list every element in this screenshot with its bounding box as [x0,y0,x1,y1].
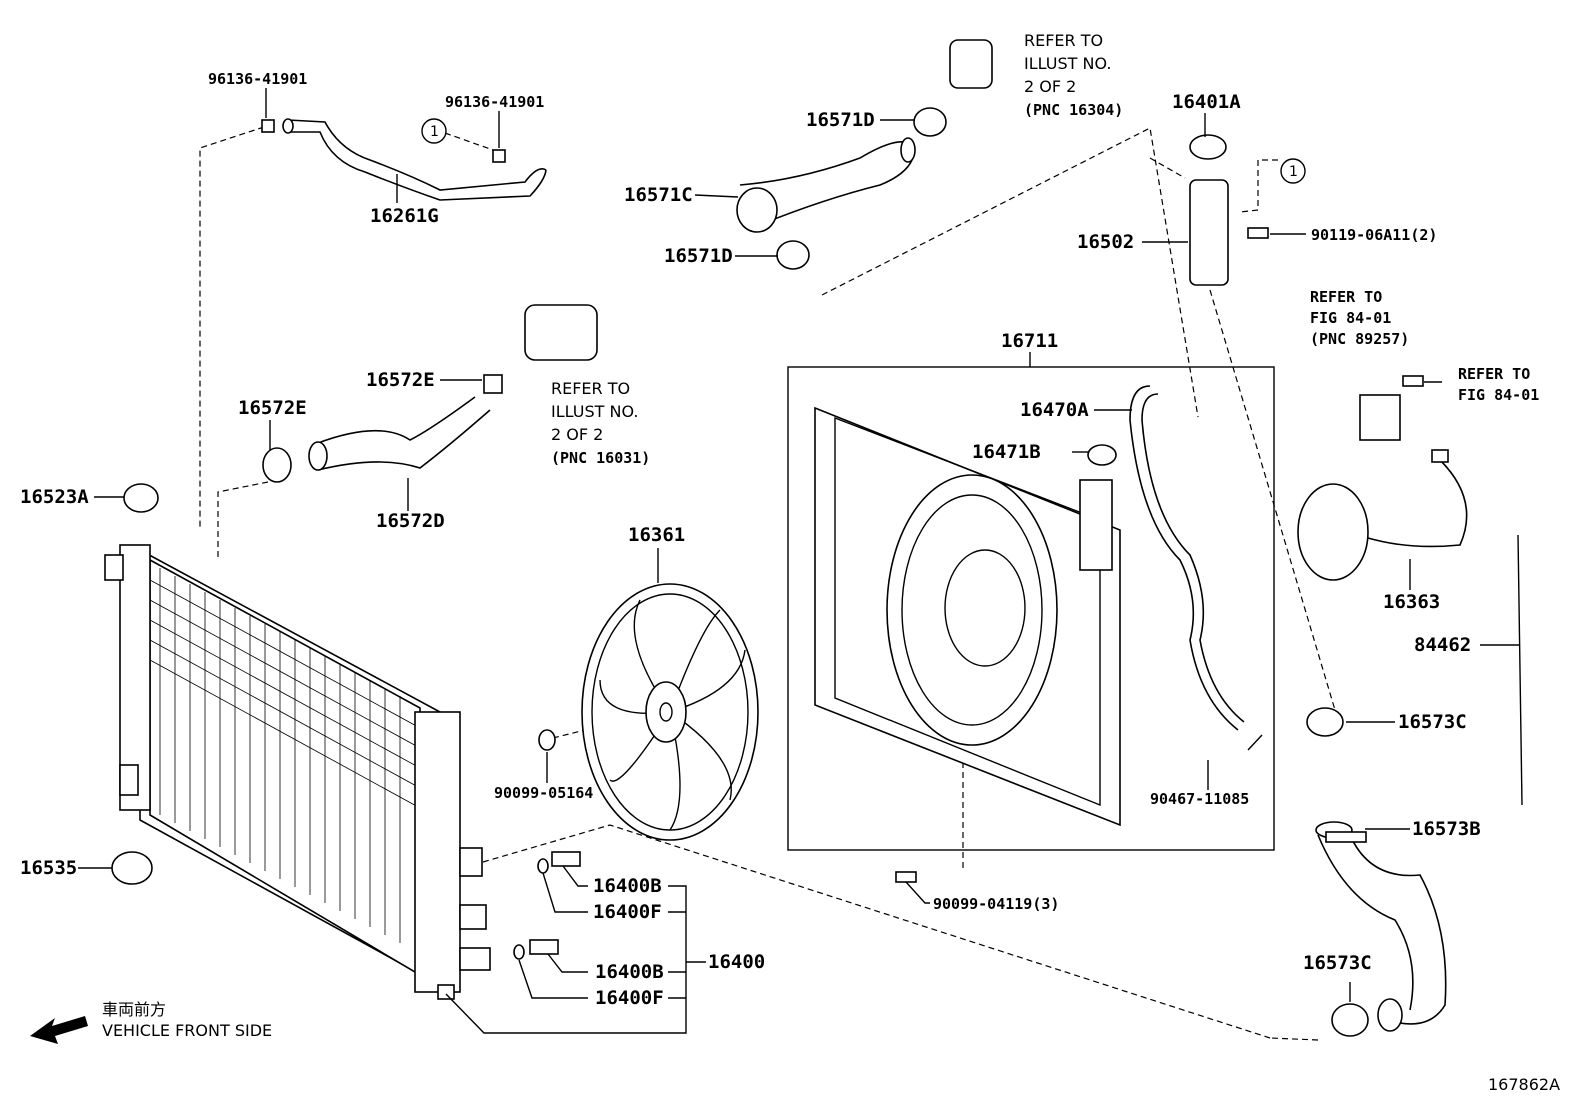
radiator-16400[interactable] [104,544,491,1000]
circle-ref-a: 1 [421,118,447,144]
circle-ref-b: 1 [1280,158,1306,184]
label-16573B: 16573B [1412,818,1481,840]
motor-16363 [1297,483,1369,581]
filler-16502 [1189,179,1229,286]
label-90119: 90119-06A11(2) [1311,226,1437,244]
label-90099-04119: 90099-04119(3) [933,895,1059,913]
resistor-ref-89257 [1359,394,1401,441]
clamp-16571D-b [776,240,810,270]
clamp-16573C-a [1306,707,1344,737]
svg-text:FIG 84-01: FIG 84-01 [1458,386,1539,404]
hose-16572D[interactable] [308,396,491,471]
front-arrow-icon [30,1016,88,1044]
label-16261G: 16261G [370,205,439,227]
clamp-16571D-a [913,107,947,137]
clamp-16573C-b [1331,1003,1369,1037]
label-16400: 16400 [708,951,765,973]
label-16572D: 16572D [376,510,445,532]
label-16572E-b: 16572E [366,369,435,391]
label-16571C: 16571C [624,184,693,206]
label-96136-b: 96136-41901 [445,93,544,111]
label-16572E-a: 16572E [238,397,307,419]
hose-16470A[interactable] [1129,385,1245,731]
clip-16471B [1087,444,1117,466]
svg-text:2 OF 2: 2 OF 2 [1024,77,1076,96]
cap-16401A [1189,134,1227,160]
svg-text:2 OF 2: 2 OF 2 [551,425,603,444]
bolt-90119 [1247,227,1269,239]
label-16363: 16363 [1383,591,1440,613]
small-parts [111,39,1523,1037]
hose-16573B[interactable] [1315,821,1447,1032]
clip-90467 [1247,734,1263,751]
svg-text:ILLUST NO.: ILLUST NO. [1024,54,1111,73]
label-16400B-a: 16400B [593,875,662,897]
label-16470A: 16470A [1020,399,1089,421]
label-16400F-a: 16400F [593,901,662,923]
circle-ref-b-text: 1 [1289,164,1298,180]
svg-text:(PNC 16031): (PNC 16031) [551,449,650,467]
leader-lines [78,88,1520,1034]
fan-16361[interactable] [581,583,759,841]
label-16573C-b: 16573C [1303,952,1372,974]
label-16571D-b: 16571D [664,245,733,267]
label-16361: 16361 [628,524,685,546]
svg-text:FIG 84-01: FIG 84-01 [1310,309,1391,327]
circle-ref-a-text: 1 [430,124,439,140]
bolt-fig84 [1402,375,1424,387]
part-labels: 96136-41901 96136-41901 16261G 16571D 16… [20,70,1481,1009]
shroud-16711[interactable] [787,366,1275,851]
bolt-90099-04119 [895,871,917,883]
clamp-96136-a [261,119,275,133]
tie-84462 [1517,534,1523,806]
oring-16400F-a [537,858,549,874]
ref-illust-16031: REFER TO ILLUST NO. 2 OF 2 (PNC 16031) [551,379,650,467]
figure-id: 167862A [1488,1075,1560,1094]
svg-text:REFER TO: REFER TO [1024,31,1103,50]
svg-text:(PNC 16304): (PNC 16304) [1024,101,1123,119]
label-16571D-a: 16571D [806,109,875,131]
svg-text:(PNC 89257): (PNC 89257) [1310,330,1409,348]
label-16535: 16535 [20,857,77,879]
label-16401A: 16401A [1172,91,1241,113]
label-84462: 84462 [1414,634,1471,656]
label-16471B: 16471B [972,441,1041,463]
label-96136-a: 96136-41901 [208,70,307,88]
label-16502: 16502 [1077,231,1134,253]
hose-16261G[interactable] [282,118,547,201]
housing-ref-16031 [524,304,598,361]
direction-en: VEHICLE FRONT SIDE [102,1021,272,1040]
label-90099-05164: 90099-05164 [494,784,593,802]
direction-jp: 車両前方 [102,1000,166,1019]
svg-text:ILLUST NO.: ILLUST NO. [551,402,638,421]
label-16523A: 16523A [20,486,89,508]
svg-text:REFER TO: REFER TO [551,379,630,398]
nut-90099-05164 [538,729,556,751]
label-90467: 90467-11085 [1150,790,1249,808]
hose-16571C[interactable] [736,137,916,233]
ref-fig-89257: REFER TO FIG 84-01 (PNC 89257) [1310,288,1409,348]
clamp-16572E-b [483,374,503,394]
label-16400F-b: 16400F [595,987,664,1009]
ref-fig-84-01: REFER TO FIG 84-01 [1458,365,1539,404]
oring-16400F-b [513,944,525,960]
vehicle-front-indicator: 車両前方 VEHICLE FRONT SIDE [30,1000,272,1044]
ref-illust-16304: REFER TO ILLUST NO. 2 OF 2 (PNC 16304) [1024,31,1123,119]
cushion-16535 [111,851,153,885]
label-16573C-a: 16573C [1398,711,1467,733]
clamp-96136-b [492,149,506,163]
label-16400B-b: 16400B [595,961,664,983]
svg-text:REFER TO: REFER TO [1310,288,1382,306]
plug-16400B-b [529,939,559,955]
label-16711: 16711 [1001,330,1058,352]
clamp-16572E-a [262,447,292,483]
plug-16400B-a [551,851,581,867]
housing-ref-16304 [949,39,993,89]
cap-16523A [123,483,159,513]
svg-text:REFER TO: REFER TO [1458,365,1530,383]
